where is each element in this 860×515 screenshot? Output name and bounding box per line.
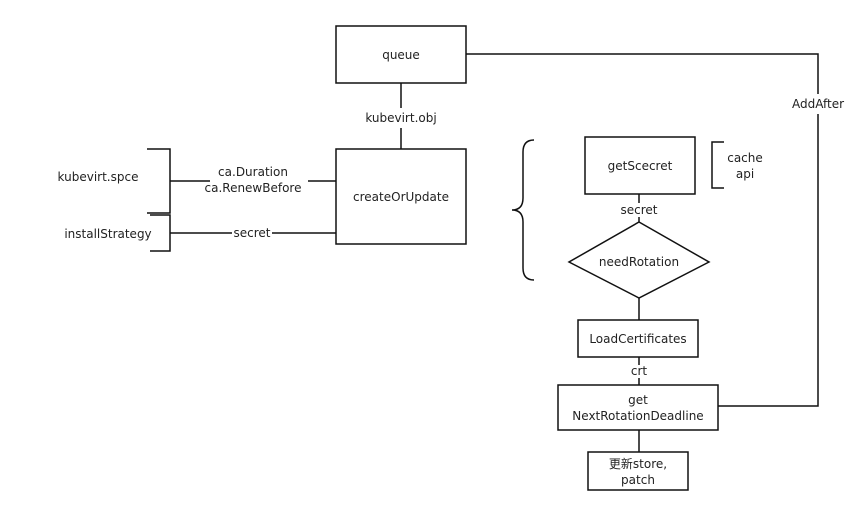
get-secret-label: getScecret [608, 159, 673, 173]
add-after-label: AddAfter [792, 97, 844, 111]
queue-label: queue [382, 48, 420, 62]
kubevirt-spce-bracket [147, 148, 171, 214]
add-after-line-top [466, 53, 819, 94]
cache-api-bracket [711, 141, 724, 189]
curly-brace [511, 139, 535, 281]
next-rotation-box [557, 384, 719, 431]
create-or-update-label: createOrUpdate [353, 190, 449, 204]
secret-left-label: secret [234, 226, 271, 240]
update-store-label-line2: patch [621, 473, 655, 487]
get-secret-box [584, 136, 696, 195]
install-strategy-label: installStrategy [64, 227, 151, 241]
ca-duration-label: ca.Duration [218, 165, 288, 179]
load-certificates-label: LoadCertificates [589, 332, 686, 346]
next-rotation-label-line1: get [628, 393, 648, 407]
add-after-line-bottom [718, 114, 819, 407]
next-rotation-label-line2: NextRotationDeadline [572, 409, 703, 423]
update-store-label-line1: 更新store, [609, 456, 667, 471]
crt-label: crt [631, 364, 648, 378]
update-store-box [587, 451, 689, 491]
api-label: api [736, 167, 754, 181]
ca-renew-before-label: ca.RenewBefore [205, 181, 302, 195]
kubevirt-spce-label: kubevirt.spce [58, 170, 139, 184]
secret-mid-label: secret [621, 203, 658, 217]
kubevirt-obj-label: kubevirt.obj [365, 111, 436, 125]
install-strategy-bracket [150, 214, 171, 252]
load-certificates-box [577, 319, 699, 358]
need-rotation-label: needRotation [599, 255, 679, 269]
cache-label: cache [727, 151, 763, 165]
